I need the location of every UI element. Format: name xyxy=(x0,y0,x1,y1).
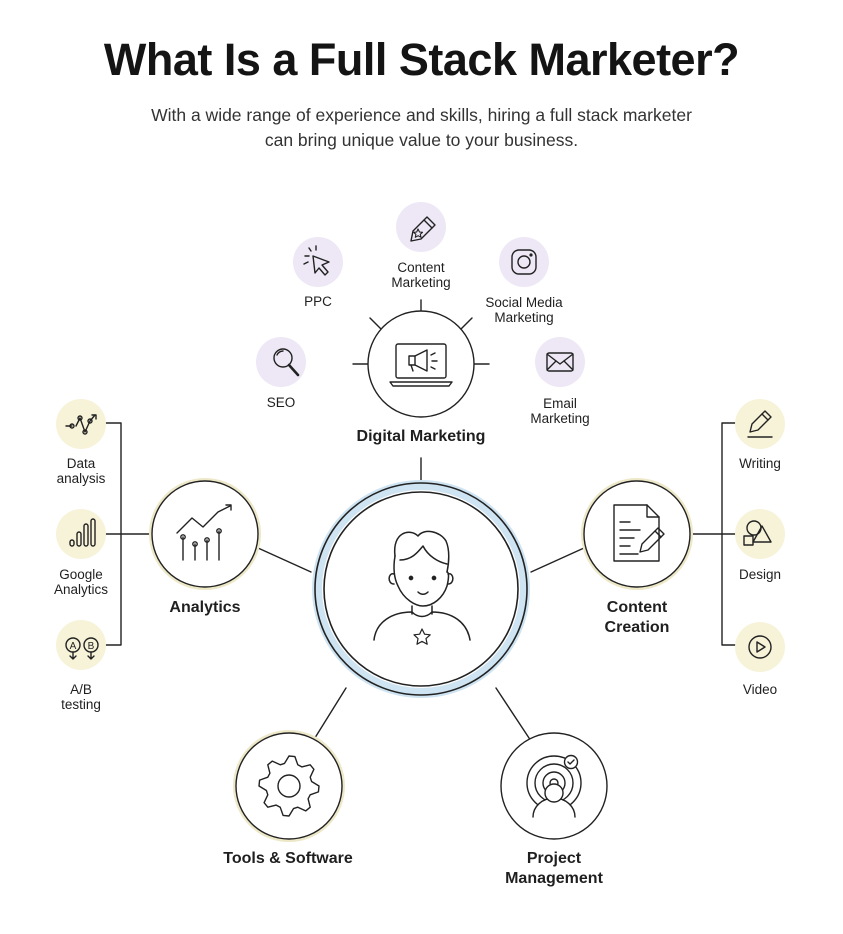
label-line: Email xyxy=(543,396,577,411)
analytics-item-icons: A B xyxy=(56,399,106,670)
label-ab-testing: A/B testing xyxy=(36,682,126,712)
label-line: Analytics xyxy=(169,599,241,616)
label-line: Content xyxy=(397,260,445,275)
play-icon xyxy=(735,622,785,672)
label-design: Design xyxy=(715,567,805,582)
label-line: Project xyxy=(526,850,582,867)
ab-test-icon: A B xyxy=(56,620,106,670)
gear-hub xyxy=(277,774,301,798)
shapes-icon xyxy=(735,509,785,559)
label-project-management: Project Management xyxy=(469,849,639,889)
label-tools-software: Tools & Software xyxy=(188,849,388,869)
document-pen-icon xyxy=(613,504,665,562)
trend-line-icon xyxy=(56,399,106,449)
subtitle-line-2: can bring unique value to your business. xyxy=(264,130,579,150)
label-social-media-marketing: Social Media Marketing xyxy=(469,295,579,325)
ab-letter-b: B xyxy=(88,641,95,652)
label-line: Marketing xyxy=(494,310,554,325)
label-content-creation: Content Creation xyxy=(567,598,707,638)
label-data-analysis: Data analysis xyxy=(36,456,126,486)
page-title: What Is a Full Stack Marketer? xyxy=(103,34,740,85)
pen-icon xyxy=(396,202,446,252)
label-content-marketing: Content Marketing xyxy=(371,260,471,290)
instagram-icon xyxy=(499,237,549,287)
label-line: Design xyxy=(738,567,782,582)
tools-software-hub xyxy=(233,730,345,842)
label-line: testing xyxy=(61,697,101,712)
connectors xyxy=(105,299,738,742)
ab-letter-a: A xyxy=(70,641,77,652)
label-line: SEO xyxy=(266,395,296,410)
bar-chart-icon xyxy=(56,509,106,559)
label-line: Marketing xyxy=(530,411,590,426)
label-line: Marketing xyxy=(391,275,451,290)
label-line: Content xyxy=(606,599,668,616)
envelope-icon xyxy=(535,337,585,387)
label-line: Analytics xyxy=(53,582,109,597)
content-item-icons xyxy=(735,399,785,672)
gear-outline xyxy=(258,755,320,817)
label-line: Creation xyxy=(604,619,670,636)
marketer-avatar-icon xyxy=(373,530,471,645)
label-line: PPC xyxy=(304,294,332,309)
label-line: analysis xyxy=(56,471,106,486)
label-writing: Writing xyxy=(715,456,805,471)
label-line: Writing xyxy=(739,456,781,471)
label-line: Google xyxy=(59,567,103,582)
digital-marketing-hub xyxy=(367,310,475,418)
label-digital-marketing: Digital Marketing xyxy=(311,427,531,447)
pencil-icon xyxy=(735,399,785,449)
content-creation-hub xyxy=(581,478,693,590)
label-line: Data xyxy=(66,456,96,471)
project-management-hub xyxy=(500,732,608,840)
subtitle-line-1: With a wide range of experience and skil… xyxy=(151,105,692,125)
label-email-marketing: Email Marketing xyxy=(515,396,605,426)
analytics-hub xyxy=(149,478,261,590)
label-line: Management xyxy=(505,870,603,887)
laptop-megaphone-icon xyxy=(389,343,453,387)
label-google-analytics: Google Analytics xyxy=(31,567,131,597)
label-seo: SEO xyxy=(251,395,311,410)
label-line: Social Media xyxy=(485,295,563,310)
label-analytics: Analytics xyxy=(135,598,275,618)
label-ppc: PPC xyxy=(288,294,348,309)
center-hub xyxy=(312,480,530,698)
magnifier-icon xyxy=(256,337,306,387)
digital-item-icons xyxy=(256,202,585,387)
label-line: Tools & Software xyxy=(223,850,353,867)
gear-icon xyxy=(258,755,320,817)
label-line: Video xyxy=(742,682,778,697)
label-line: Digital Marketing xyxy=(356,428,486,445)
page-subtitle: With a wide range of experience and skil… xyxy=(100,103,743,153)
target-person-icon xyxy=(526,754,582,818)
label-video: Video xyxy=(715,682,805,697)
analytics-chart-icon xyxy=(176,504,232,561)
cursor-click-icon xyxy=(293,237,343,287)
label-line: A/B xyxy=(70,682,92,697)
